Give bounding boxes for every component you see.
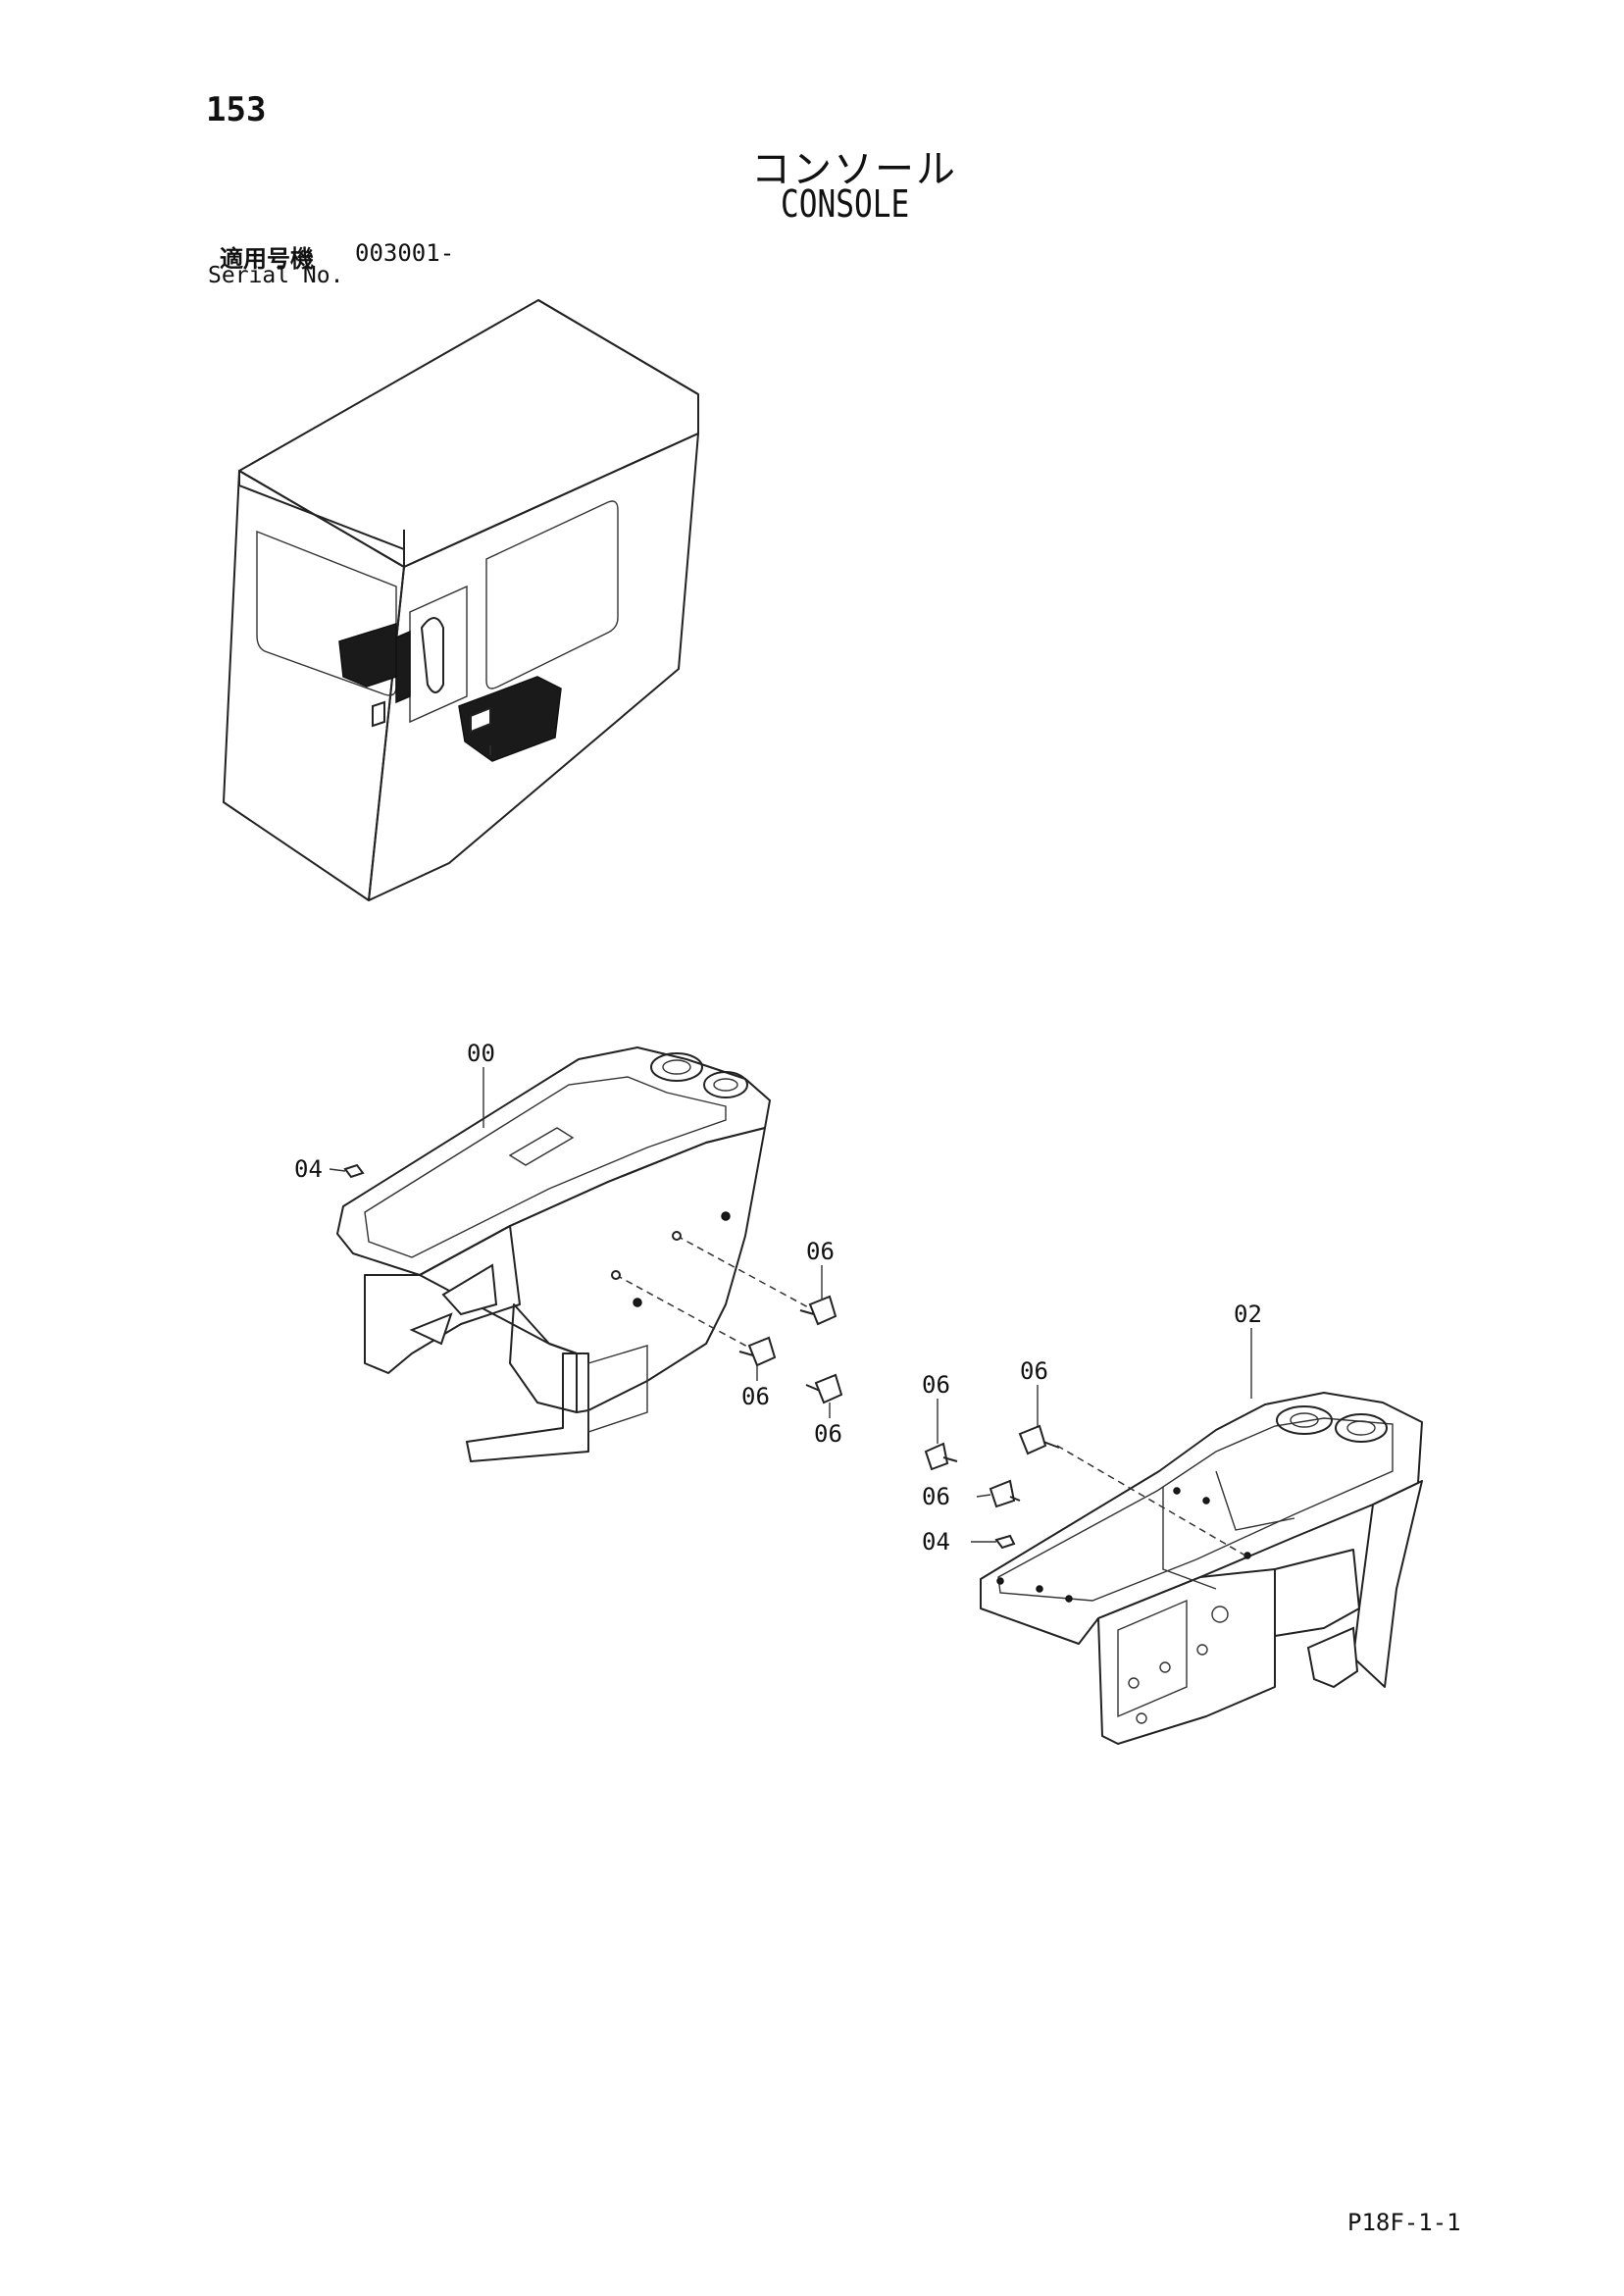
- bolt-06-f: [989, 1479, 1021, 1508]
- callout-06-f: 06: [922, 1483, 950, 1510]
- callout-06-c: 06: [814, 1420, 842, 1448]
- bolt-06-a: [799, 1295, 837, 1326]
- callout-06-d: 06: [922, 1371, 950, 1399]
- callout-06-e: 06: [1020, 1357, 1048, 1385]
- console-assembly-left: [336, 1046, 811, 1462]
- serial-label-english: Serial No.: [208, 263, 344, 288]
- footer-code: P18F-1-1: [1347, 2209, 1461, 2236]
- callout-04-left: 04: [294, 1155, 323, 1183]
- bolt-06-d: [924, 1442, 958, 1471]
- title-japanese: コンソール: [751, 147, 957, 192]
- callout-06-b: 06: [741, 1383, 770, 1410]
- page-number: 153: [206, 90, 267, 129]
- bolt-06-e: [1018, 1424, 1060, 1455]
- bolt-06-b: [738, 1336, 777, 1367]
- title-english: CONSOLE: [781, 182, 910, 226]
- serial-label-japanese: 適用号機: [220, 245, 314, 273]
- callout-02: 02: [1234, 1301, 1262, 1328]
- console-assembly-right: [980, 1392, 1423, 1745]
- leader-lines: [329, 1067, 1252, 1543]
- bolt-06-c: [805, 1373, 843, 1404]
- cab-overview-drawing: [223, 299, 699, 901]
- callout-04-right: 04: [922, 1528, 950, 1556]
- serial-number: 003001-: [355, 239, 455, 267]
- callout-06-a: 06: [806, 1238, 835, 1265]
- callout-00: 00: [467, 1040, 495, 1067]
